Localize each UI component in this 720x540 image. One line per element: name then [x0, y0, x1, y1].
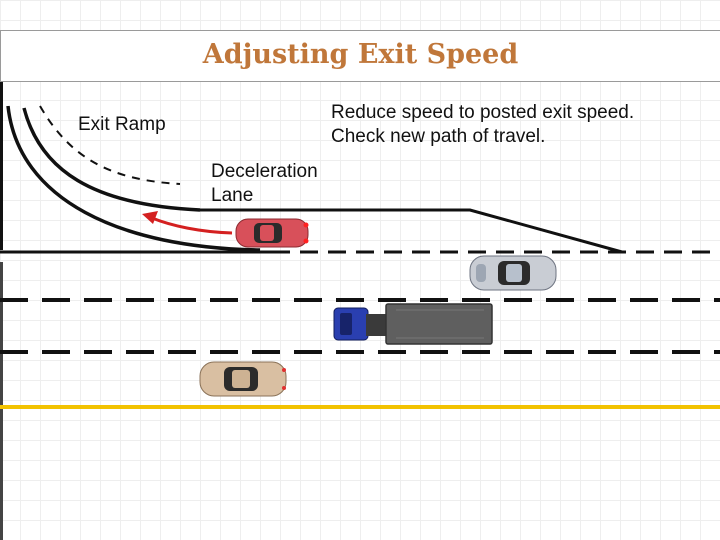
ramp-divider-line	[22, 107, 201, 212]
red-exiting-car-icon	[235, 218, 309, 248]
deceleration-lane-label: Deceleration Lane	[211, 160, 318, 208]
instruction-line-2: Check new path of travel.	[331, 126, 546, 147]
decel-lane-edge	[200, 208, 623, 254]
tan-car-icon	[199, 361, 287, 397]
left-edge-bar-top	[0, 82, 3, 250]
instruction-line-1: Reduce speed to posted exit speed.	[331, 102, 635, 123]
left-edge-bar-bottom	[0, 262, 3, 540]
silver-car-icon	[469, 255, 557, 291]
blue-semi-truck-icon	[333, 303, 493, 345]
title-bar: Adjusting Exit Speed	[0, 30, 720, 82]
instruction-text: Reduce speed to posted exit speed. Check…	[331, 101, 634, 149]
exit-ramp-label: Exit Ramp	[78, 114, 166, 135]
ramp-lane-dashes	[39, 105, 181, 185]
decel-label-line-1: Deceleration	[211, 161, 318, 182]
decel-label-line-2: Lane	[211, 185, 254, 206]
curved-arrow-icon	[142, 211, 233, 235]
slide-title: Adjusting Exit Speed	[202, 39, 519, 70]
ramp-outer-edge	[6, 105, 261, 252]
